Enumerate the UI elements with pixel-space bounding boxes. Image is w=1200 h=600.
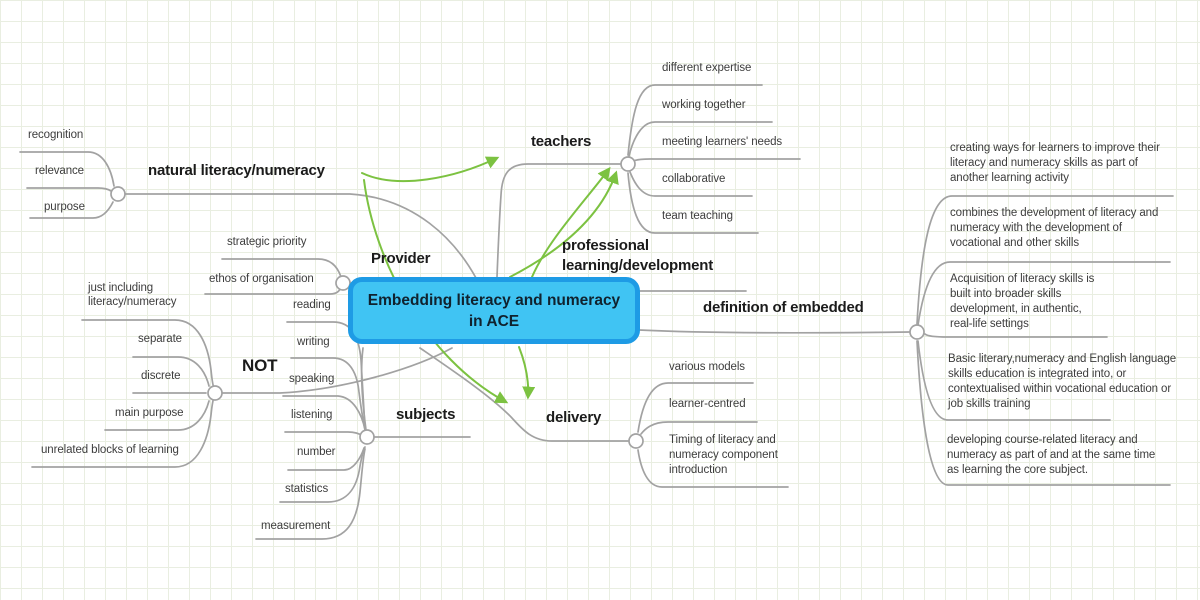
child-label-discrete[interactable]: discrete bbox=[141, 370, 181, 382]
root-node[interactable]: Embedding literacy and numeracy in ACE bbox=[348, 277, 640, 344]
branch-label-subjects[interactable]: subjects bbox=[396, 406, 456, 423]
branch-label-teachers[interactable]: teachers bbox=[531, 133, 592, 150]
child-label-writing[interactable]: writing bbox=[297, 336, 330, 348]
child-label-acquisition[interactable]: Acquisition of literacy skills is built … bbox=[950, 273, 1095, 330]
child-label-purpose[interactable]: purpose bbox=[44, 201, 85, 213]
junction-dots bbox=[110, 156, 925, 449]
child-label-statistics[interactable]: statistics bbox=[285, 483, 329, 495]
child-label-ethos[interactable]: ethos of organisation bbox=[209, 273, 314, 285]
child-label-reading[interactable]: reading bbox=[293, 299, 331, 311]
child-label-collaborative[interactable]: collaborative bbox=[662, 173, 726, 185]
branch-label-delivery[interactable]: delivery bbox=[546, 409, 602, 426]
branch-label-natural-literacy[interactable]: natural literacy/numeracy bbox=[148, 162, 325, 179]
child-label-team-teaching[interactable]: team teaching bbox=[662, 210, 733, 222]
child-label-speaking[interactable]: speaking bbox=[289, 373, 335, 385]
branch-label-provider[interactable]: Provider bbox=[371, 250, 431, 267]
child-label-measurement[interactable]: measurement bbox=[261, 520, 331, 532]
branch-label-definition[interactable]: definition of embedded bbox=[703, 299, 864, 316]
child-label-basic-literacy[interactable]: Basic literary,numeracy and English lang… bbox=[948, 353, 1177, 410]
child-label-main-purpose[interactable]: main purpose bbox=[115, 407, 184, 419]
branch-connectors bbox=[19, 84, 1174, 540]
child-label-combines-development[interactable]: combines the development of literacy and… bbox=[950, 207, 1159, 249]
child-label-various-models[interactable]: various models bbox=[669, 361, 745, 373]
child-label-listening[interactable]: listening bbox=[291, 409, 333, 421]
child-label-unrelated-blocks[interactable]: unrelated blocks of learning bbox=[41, 444, 179, 456]
child-label-timing[interactable]: Timing of literacy and numeracy componen… bbox=[669, 434, 778, 476]
child-label-number[interactable]: number bbox=[297, 446, 336, 458]
child-label-developing-course[interactable]: developing course-related literacy and n… bbox=[947, 434, 1156, 476]
child-label-separate[interactable]: separate bbox=[138, 333, 182, 345]
child-label-creating-ways[interactable]: creating ways for learners to improve th… bbox=[950, 142, 1160, 184]
child-label-recognition[interactable]: recognition bbox=[28, 129, 84, 141]
child-label-just-including[interactable]: just including literacy/numeracy bbox=[88, 282, 177, 308]
child-label-relevance[interactable]: relevance bbox=[35, 165, 84, 177]
child-label-meeting-needs[interactable]: meeting learners' needs bbox=[662, 136, 783, 148]
child-label-learner-centred[interactable]: learner-centred bbox=[669, 398, 746, 410]
branch-label-not[interactable]: NOT bbox=[242, 356, 278, 375]
child-label-strategic-priority[interactable]: strategic priority bbox=[227, 236, 307, 248]
child-label-different-expertise[interactable]: different expertise bbox=[662, 62, 752, 74]
child-label-working-together[interactable]: working together bbox=[662, 99, 746, 111]
branch-label-professional[interactable]: professional learning/development bbox=[562, 237, 714, 274]
